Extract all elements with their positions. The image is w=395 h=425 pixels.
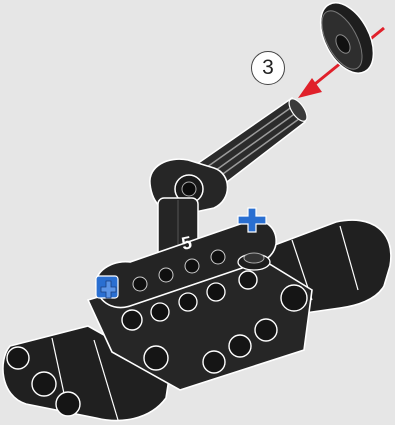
wheel-disc-part — [310, 0, 385, 82]
blue-axle-pin-left — [96, 276, 118, 298]
step-number-text: 3 — [262, 56, 274, 80]
step-number-badge: 3 — [251, 51, 285, 85]
